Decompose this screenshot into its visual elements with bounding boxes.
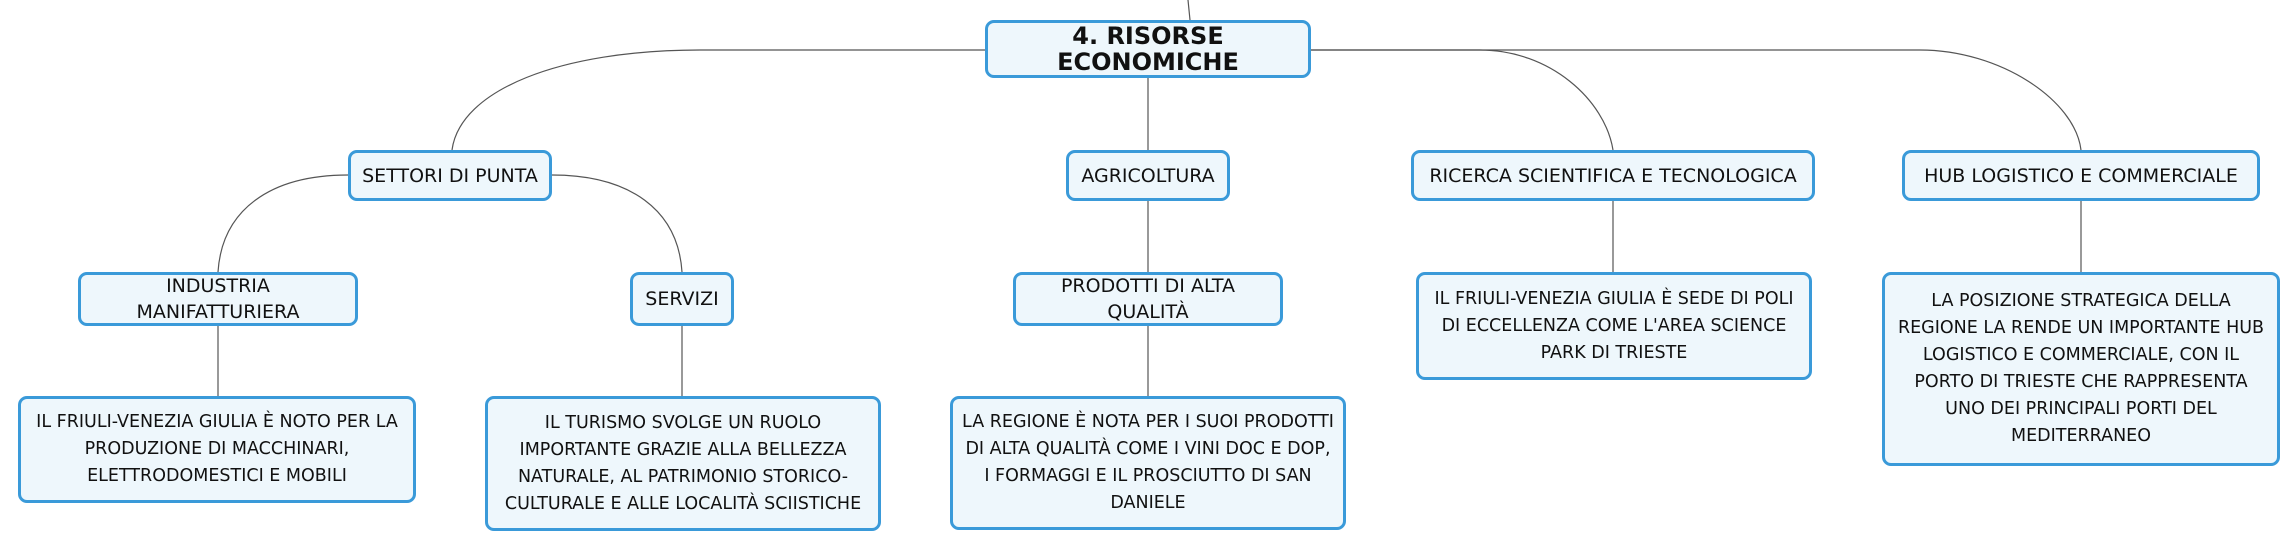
subtopic-industria-manifatturiera[interactable]: INDUSTRIA MANIFATTURIERA bbox=[78, 272, 358, 326]
detail-manifattura[interactable]: IL FRIULI-VENEZIA GIULIA È NOTO PER LA P… bbox=[18, 396, 416, 503]
branch-agricoltura[interactable]: AGRICOLTURA bbox=[1066, 150, 1230, 201]
detail-ricerca[interactable]: IL FRIULI-VENEZIA GIULIA È SEDE DI POLI … bbox=[1416, 272, 1812, 380]
link-root-settori bbox=[451, 49, 985, 151]
subtopic-servizi[interactable]: SERVIZI bbox=[630, 272, 734, 326]
detail-logistica[interactable]: LA POSIZIONE STRATEGICA DELLA REGIONE LA… bbox=[1882, 272, 2280, 466]
link-root-ricerca bbox=[1311, 49, 1614, 151]
branch-ricerca[interactable]: RICERCA SCIENTIFICA E TECNOLOGICA bbox=[1411, 150, 1815, 201]
root-node[interactable]: 4. RISORSE ECONOMICHE bbox=[985, 20, 1311, 78]
link-settori-manifattura bbox=[217, 174, 349, 273]
branch-hub-logistico[interactable]: HUB LOGISTICO E COMMERCIALE bbox=[1902, 150, 2260, 201]
subtopic-prodotti-alta-qualita[interactable]: PRODOTTI DI ALTA QUALITÀ bbox=[1013, 272, 1283, 326]
detail-servizi[interactable]: IL TURISMO SVOLGE UN RUOLO IMPORTANTE GR… bbox=[485, 396, 881, 531]
link-root-hub bbox=[1311, 49, 2082, 151]
detail-prodotti[interactable]: LA REGIONE È NOTA PER I SUOI PRODOTTI DI… bbox=[950, 396, 1346, 530]
link-parent-root bbox=[1187, 0, 1191, 21]
link-settori-servizi bbox=[551, 174, 683, 273]
branch-settori-di-punta[interactable]: SETTORI DI PUNTA bbox=[348, 150, 552, 201]
